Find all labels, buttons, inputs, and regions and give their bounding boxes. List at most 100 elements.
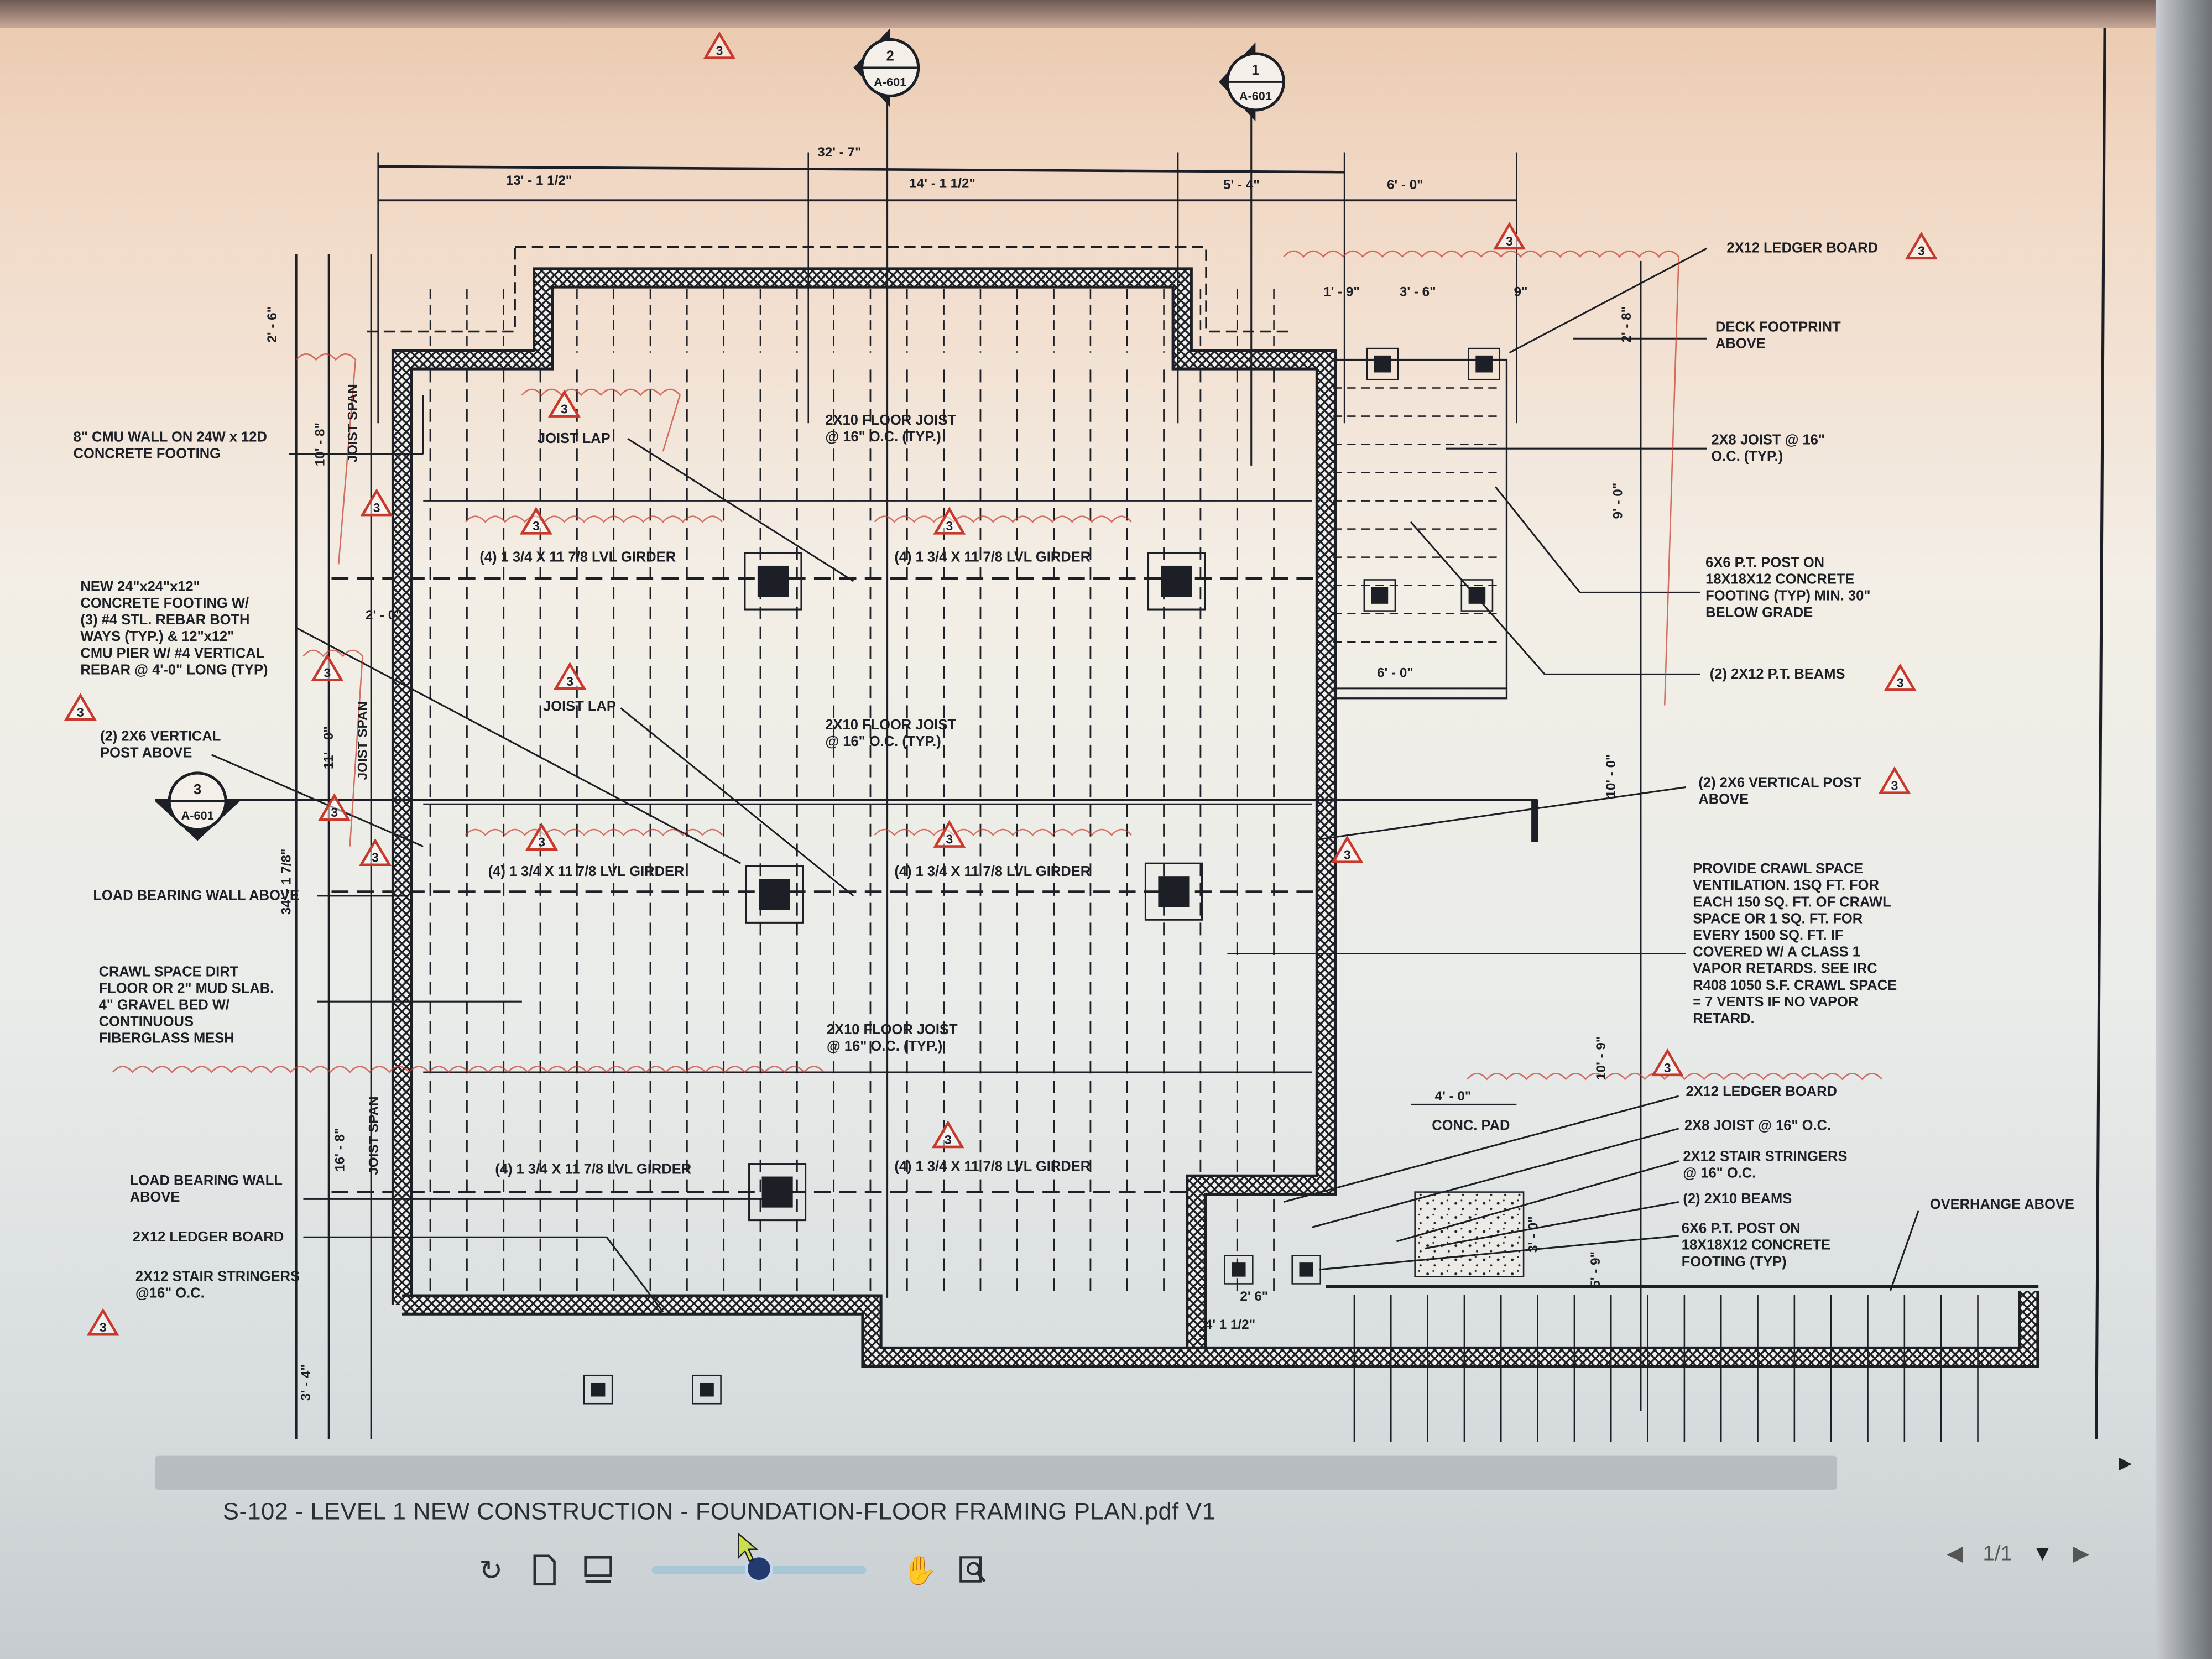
note-line: RETARD. [1693,1011,1754,1026]
note-line: 6X6 P.T. POST ON [1682,1221,1801,1237]
leader-line [1889,1210,1919,1291]
revision-number: 3 [561,401,568,416]
note-line: 6X6 P.T. POST ON [1705,555,1824,571]
single-page-icon[interactable] [528,1553,561,1587]
joist-span-label: JOIST SPAN [345,384,360,462]
triangle-outline [1878,766,1911,794]
previous-page-icon[interactable]: ◀ [1947,1542,1963,1566]
hand-pan-icon[interactable]: ✋ [902,1555,938,1587]
dimension-deck-d: 2' - 8" [1619,306,1634,343]
concrete-pad [1414,1191,1525,1277]
rotate-icon[interactable]: ↻ [479,1555,503,1587]
leader-line [1319,1235,1679,1271]
note-line: FOOTING (TYP) [1682,1254,1787,1270]
dimension-pad-width: 4' - 0" [1435,1089,1472,1104]
revision-cloud [465,515,723,523]
note-joist-stair: 2X8 JOIST @ 16" O.C. [1684,1118,1831,1133]
triangle-outline [703,31,736,59]
note-line: 18X18X12 CONCRETE [1705,572,1854,587]
revision-triangle-icon: 3 [1905,231,1938,260]
note-line: COVERED W/ A CLASS 1 [1693,945,1860,960]
dimension-deck-c: 9" [1514,285,1528,300]
scroll-right-arrow-icon[interactable]: ▶ [2119,1453,2132,1473]
dimension-deck-b: 3' - 6" [1400,285,1436,300]
deck-post-footing [1460,579,1494,612]
revision-triangle-icon: 3 [64,693,97,721]
note-line: @ 16" O.C. (TYP.) [825,734,941,749]
revision-number: 3 [1897,675,1904,690]
page-dropdown-chevron-icon[interactable]: ▼ [2032,1541,2053,1566]
note-line: 2X12 STAIR STRINGERS [1683,1149,1847,1164]
dimension-left-top: 2' - 6" [265,306,280,343]
note-line: OVERHANGE ABOVE [1930,1197,2074,1212]
note-floor-joist3: 2X10 FLOOR JOIST@ 16" O.C. (TYP.) [827,1022,958,1054]
stair-post [1299,1262,1313,1277]
revision-number: 3 [1918,244,1925,258]
stair-post-footing [1223,1255,1254,1285]
note-line: JOIST LAP [543,699,616,714]
note-line: (4) 1 3/4 X 11 7/8 LVL GIRDER [894,1159,1091,1174]
revision-cloud [1283,250,1679,706]
note-line: (4) 1 3/4 X 11 7/8 LVL GIRDER [488,864,685,879]
zoom-slider[interactable] [651,1554,867,1583]
joist-span-label: JOIST SPAN [355,701,370,780]
stair-post [700,1382,714,1397]
document-filename: S-102 - LEVEL 1 NEW CONSTRUCTION - FOUND… [223,1498,1216,1525]
revision-number: 3 [1344,848,1351,862]
note-line: @ 16" O.C. [1683,1166,1756,1181]
dimension-deck-width: 6' - 0" [1377,665,1413,680]
triangle-outline [933,820,966,848]
triangle-outline [1905,231,1938,260]
note-ledger-stair: 2X12 LEDGER BOARD [1686,1084,1837,1099]
revision-number: 3 [1506,234,1513,248]
pier-footing [1147,552,1206,611]
note-lbw-left1: LOAD BEARING WALL ABOVE [93,888,299,904]
note-line: ABOVE [130,1190,180,1205]
page-view-icon[interactable] [581,1553,615,1587]
revision-number: 3 [716,43,723,58]
note-pt-beams: (2) 2X12 P.T. BEAMS [1710,666,1845,682]
leader-line [1494,486,1581,593]
triangle-outline [360,488,393,517]
revision-triangle-icon: 3 [554,661,587,690]
note-line: O.C. (TYP.) [1711,449,1783,465]
note-line: LOAD BEARING WALL [130,1173,283,1188]
page-indicator: 1/1 [1983,1541,2012,1566]
note-line: 2X12 LEDGER BOARD [1726,241,1877,256]
section-number: 2 [886,49,894,64]
horizontal-scrollbar[interactable] [155,1455,1837,1490]
note-line: (3) #4 STL. REBAR BOTH [80,612,249,628]
note-girder5: (4) 1 3/4 X 11 7/8 LVL GIRDER [495,1161,691,1177]
next-page-icon[interactable]: ▶ [2073,1542,2089,1566]
note-line: 2X12 LEDGER BOARD [133,1229,284,1245]
section-sheet: A-601 [181,808,214,822]
section-marker-2: 2A-601 [853,28,920,107]
revision-cloud [465,828,723,837]
note-girder1: (4) 1 3/4 X 11 7/8 LVL GIRDER [479,549,676,565]
note-line: CONTINUOUS [99,1014,194,1030]
leader-line [1312,1128,1679,1228]
section-number: 1 [1251,62,1259,78]
mouse-cursor-icon [738,1532,759,1562]
revision-number: 3 [945,1133,952,1147]
zoom-slider-thumb[interactable] [744,1554,773,1583]
cmu-pier [759,879,790,910]
section-sheet: A-601 [1239,89,1272,103]
revision-number: 3 [324,665,331,680]
revision-number: 3 [1891,779,1898,793]
deck-post [1475,355,1493,373]
dimension-seg2: 14' - 1 1/2" [909,176,975,191]
note-line: BELOW GRADE [1705,605,1813,620]
dimension-left-total: 34' - 1 7/8" [279,849,294,915]
revision-number: 3 [566,674,573,688]
zoom-area-icon[interactable] [957,1553,990,1587]
window-top-edge [0,0,2212,29]
note-line: 2X10 FLOOR JOIST [827,1022,958,1037]
revision-triangle-icon: 3 [703,31,736,59]
triangle-outline [1651,1048,1684,1077]
stair-post [1232,1262,1246,1277]
note-girder3: (4) 1 3/4 X 11 7/8 LVL GIRDER [488,864,685,879]
